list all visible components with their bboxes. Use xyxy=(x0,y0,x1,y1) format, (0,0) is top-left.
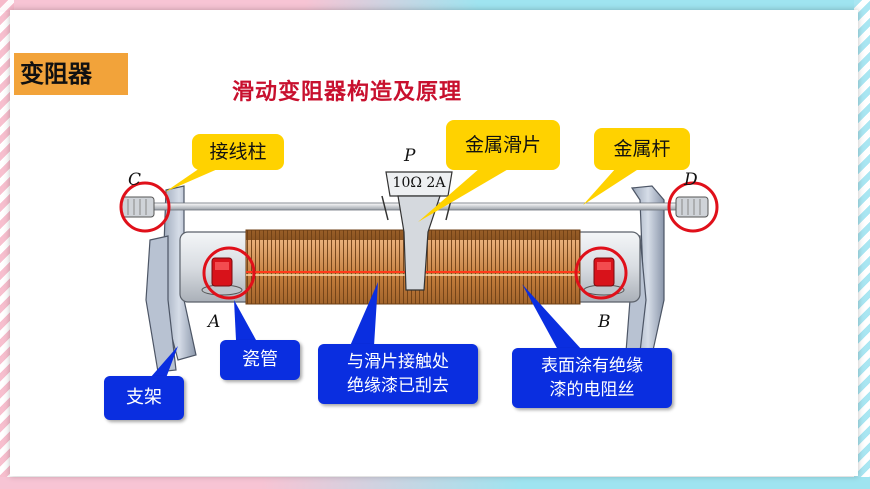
label-b: B xyxy=(598,312,611,332)
callout-porcelain-tube: 瓷管 xyxy=(220,340,300,380)
callout-pointers xyxy=(150,168,640,378)
section-badge: 变阻器 xyxy=(14,53,128,95)
diagram-title: 滑动变阻器构造及原理 xyxy=(232,80,463,105)
callout-contact-line-1: 与滑片接触处 xyxy=(347,352,449,372)
callout-wire-line-1: 表面涂有绝缘 xyxy=(541,356,643,376)
callout-resistance-wire: 表面涂有绝缘 漆的电阻丝 xyxy=(512,348,672,408)
callout-binding-post: 接线柱 xyxy=(192,134,284,170)
label-a: A xyxy=(208,312,221,332)
frame-right-stripe xyxy=(854,0,870,489)
callout-metal-slider: 金属滑片 xyxy=(446,120,560,170)
frame-top-stripe xyxy=(0,0,870,12)
terminal-d-knob xyxy=(675,196,709,218)
left-stand xyxy=(145,185,197,373)
slider-rating: 10Ω 2A xyxy=(392,175,446,191)
callout-contact: 与滑片接触处 绝缘漆已刮去 xyxy=(318,344,478,404)
label-d: D xyxy=(684,170,698,190)
highlight-circles xyxy=(119,181,719,300)
callout-metal-rod: 金属杆 xyxy=(594,128,690,170)
terminal-c-knob xyxy=(121,196,155,218)
label-c: C xyxy=(128,170,142,190)
callout-contact-line-2: 绝缘漆已刮去 xyxy=(347,376,449,396)
label-p: P xyxy=(404,146,416,166)
frame-bottom-stripe xyxy=(0,477,870,489)
callout-stand: 支架 xyxy=(104,376,184,420)
callout-wire-line-2: 漆的电阻丝 xyxy=(549,380,635,400)
terminal-b-knob xyxy=(583,257,625,296)
metal-slider xyxy=(381,171,453,291)
